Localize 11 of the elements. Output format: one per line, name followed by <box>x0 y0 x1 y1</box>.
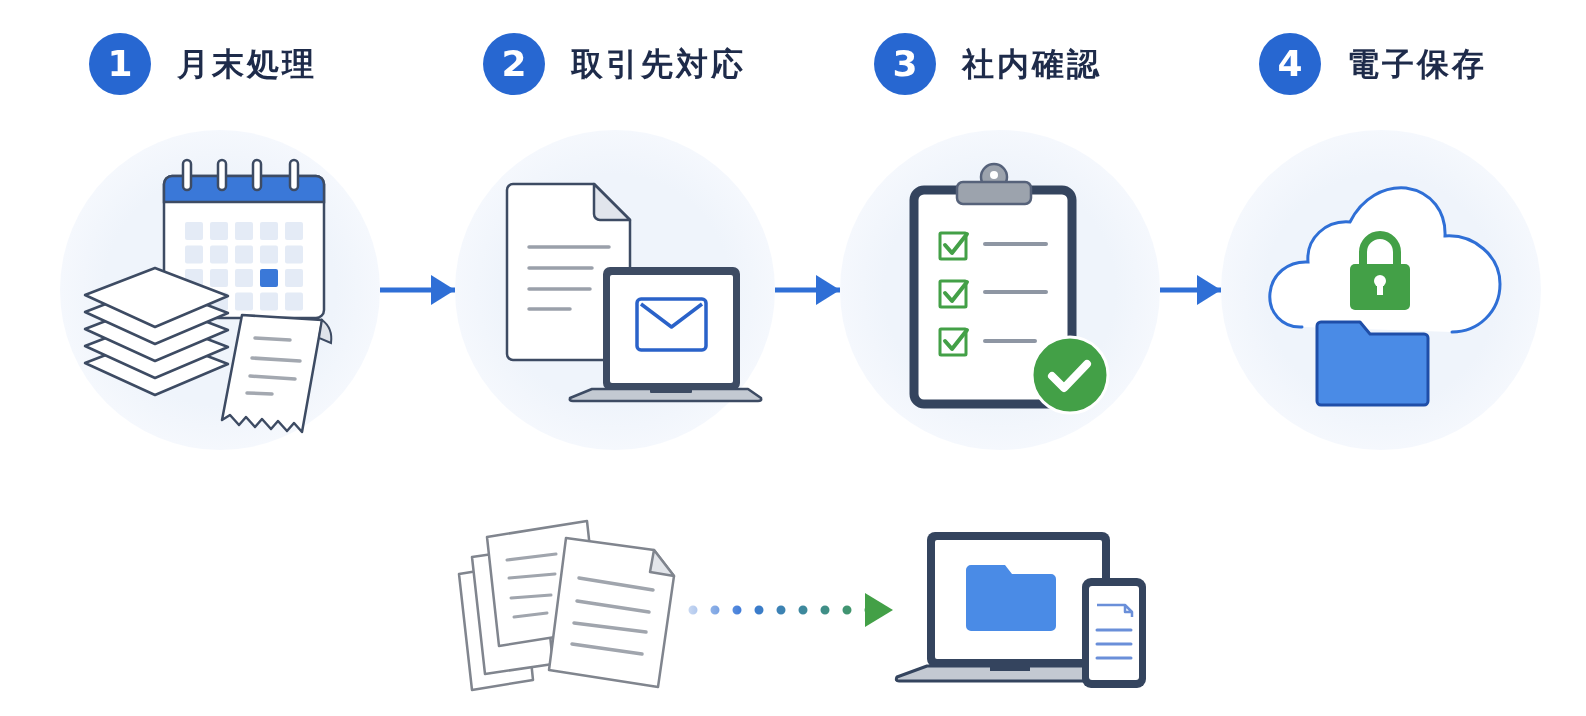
step-title: 取引先対応 <box>571 44 746 84</box>
step-number: 2 <box>483 33 545 95</box>
step-title: 電子保存 <box>1347 44 1487 84</box>
step-number: 4 <box>1259 33 1321 95</box>
arrow <box>1160 275 1221 305</box>
arrow <box>380 275 455 305</box>
step-title: 月末処理 <box>177 44 317 84</box>
step-number: 1 <box>89 33 151 95</box>
step-number: 3 <box>874 33 936 95</box>
step-title: 社内確認 <box>962 44 1102 84</box>
arrow <box>775 275 840 305</box>
